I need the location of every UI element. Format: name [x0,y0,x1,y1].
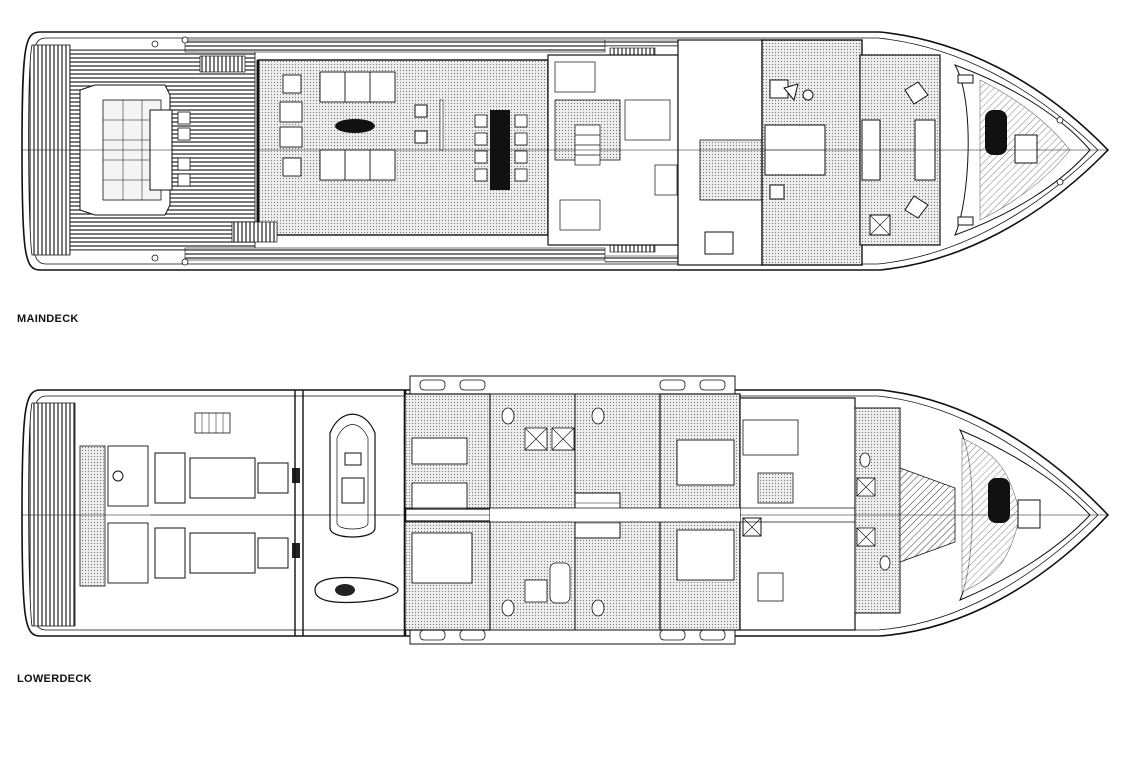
lower-swim-platform [28,402,76,627]
main-deck-label: MAINDECK [17,313,79,325]
lower-deck-drawing [21,375,1110,645]
lower-engines [154,452,289,579]
main-deck-plan [0,0,1133,300]
lower-deck-plan [0,368,1133,658]
lower-tender [329,413,376,538]
main-deck-drawing [21,31,1110,271]
lower-deck-label: LOWERDECK [17,673,92,685]
lower-jetski [314,576,399,604]
